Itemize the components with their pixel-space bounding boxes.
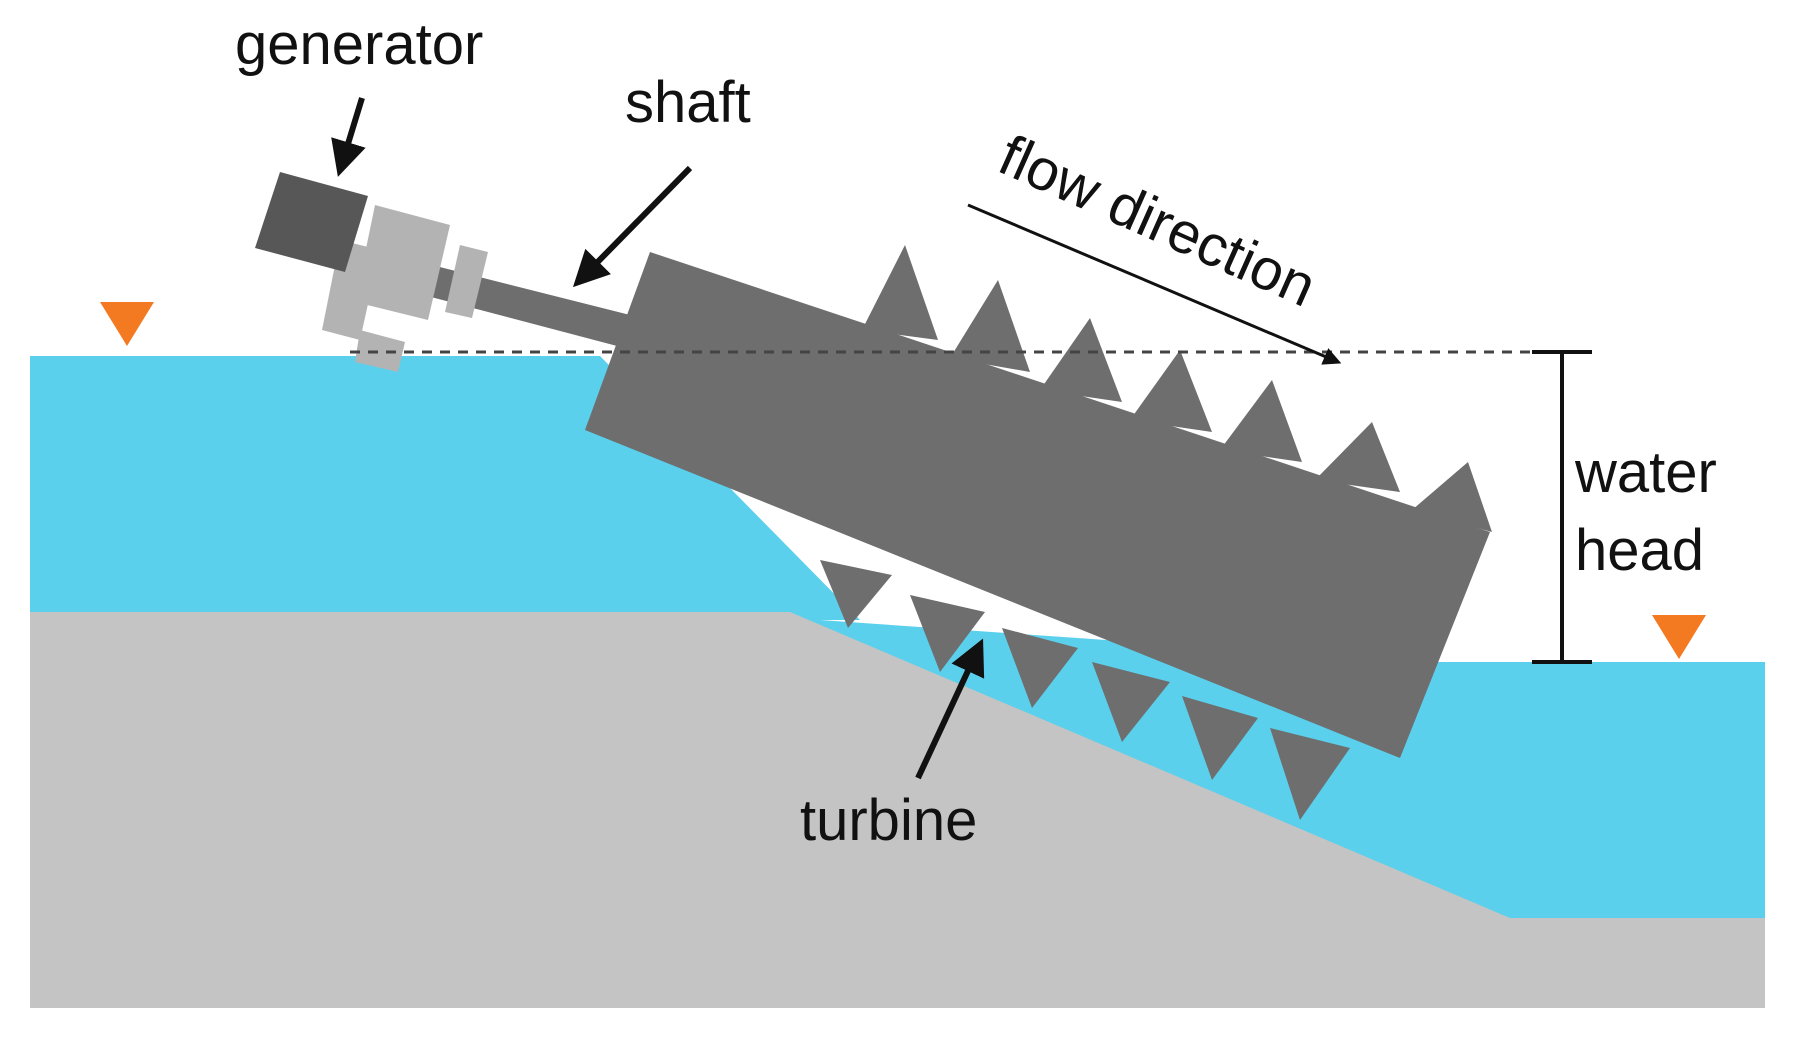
screw-core [585,252,1490,758]
coupling [322,205,488,372]
screw-blade [1092,662,1170,742]
generator-label: generator [235,12,483,77]
turbine-label: turbine [800,788,977,853]
shaft-arrow [572,165,693,288]
screw-blade [950,280,1030,372]
upper-water-level-marker-icon [100,302,154,346]
lower-water [760,620,1765,918]
screw-blade [910,595,985,672]
ground [30,612,1765,1008]
generator-arrow [331,97,366,177]
screw-blade [1002,628,1078,708]
screw-blade [1130,350,1212,432]
screw-blade [862,245,938,340]
generator-block [255,172,368,272]
screw-blade [1182,696,1258,780]
water-head-label-line1: water [1574,440,1717,505]
screw-blade [1315,422,1400,492]
flow-direction-label: flow direction [990,122,1326,319]
screw-turbine [585,245,1492,820]
lower-water-level-marker-icon [1652,615,1706,659]
screw-blade [820,560,892,628]
screw-blade [1412,462,1492,532]
screw-blade [1270,728,1350,820]
turbine-arrow [915,638,985,780]
screw-blade [1040,318,1122,402]
flow-direction-arrow [967,203,1342,365]
screw-blade [1220,380,1302,462]
shaft-label: shaft [625,70,751,135]
water-head-label-line2: head [1575,518,1704,583]
